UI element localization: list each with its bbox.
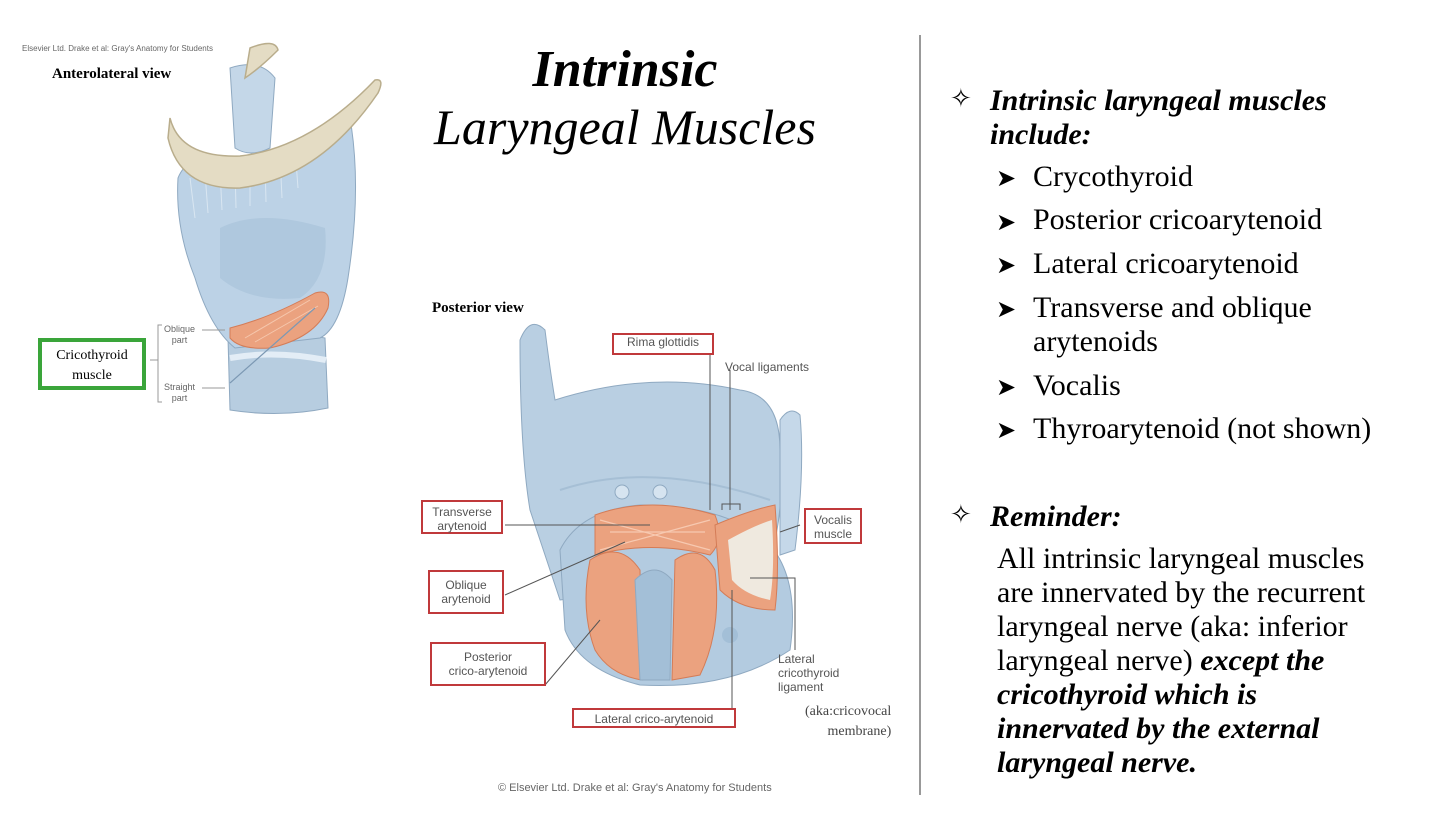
list-item: Lateral cricoarytenoid (1033, 247, 1299, 280)
arrowhead-icon: ➤ (996, 297, 1017, 323)
straight-part-label: Straight part (164, 382, 196, 403)
anterolateral-larynx-illustration (167, 42, 382, 415)
diamond-outline-icon: ✧ (950, 84, 972, 113)
column-divider (919, 35, 921, 795)
oblique-part-label: Oblique part (164, 324, 196, 345)
arrowhead-icon: ➤ (996, 253, 1017, 279)
anterolateral-view-label: Anterolateral view (52, 66, 172, 82)
lateral-cricothyroid-ligament-label: Lateral cricothyroid ligament (778, 652, 840, 694)
arrowhead-icon: ➤ (996, 210, 1017, 236)
oblique-arytenoid-label: Oblique arytenoid (428, 570, 504, 614)
arrowhead-icon: ➤ (996, 375, 1017, 401)
list-item-continuation: arytenoids (1033, 325, 1158, 358)
list-item: Vocalis (1033, 369, 1121, 402)
reminder-body: All intrinsic laryngeal muscles are inne… (997, 542, 1366, 779)
transverse-arytenoid-label: Transverse arytenoid (421, 500, 503, 534)
posterior-view-label: Posterior view (432, 300, 524, 316)
vocal-ligaments-label: Vocal ligaments (725, 360, 810, 374)
posterior-figure-credit: © Elsevier Ltd. Drake et al: Gray's Anat… (498, 782, 772, 794)
cricothyroid-label-line1: Cricothyroid (56, 348, 128, 363)
cricothyroid-muscle-highlight-box: Cricothyroid muscle (38, 338, 146, 390)
diamond-outline-icon: ✧ (950, 500, 972, 529)
list-item: Posterior cricoarytenoid (1033, 203, 1323, 236)
list-item: Thyroarytenoid (not shown) (1033, 412, 1372, 445)
intrinsic-muscles-heading: ✧ Intrinsic laryngeal muscles include: (950, 84, 1327, 151)
slide-title-line2: Laryngeal Muscles (434, 99, 816, 155)
reminder-heading: ✧ Reminder: (950, 500, 1122, 533)
slide-title-line1: Intrinsic (532, 41, 718, 98)
posterior-larynx-illustration (504, 323, 803, 715)
arrowhead-icon: ➤ (996, 418, 1017, 444)
cricovocal-membrane-aka-label: (aka:cricovocal membrane) (805, 704, 892, 739)
left-figure-credit: Elsevier Ltd. Drake et al: Gray's Anatom… (22, 44, 213, 53)
arrowhead-icon: ➤ (996, 166, 1017, 192)
lateral-crico-arytenoid-label: Lateral crico-arytenoid (572, 708, 736, 728)
list-item: Crycothyroid (1033, 160, 1193, 193)
list-item: Transverse and oblique (1033, 291, 1312, 324)
cricothyroid-parts-brackets (150, 324, 225, 403)
vocalis-muscle-label: Vocalis muscle (804, 508, 862, 544)
cricothyroid-label-line2: muscle (72, 368, 112, 383)
posterior-crico-arytenoid-label: Posterior crico-arytenoid (430, 642, 546, 686)
rima-glottidis-label: Rima glottidis (612, 333, 714, 355)
